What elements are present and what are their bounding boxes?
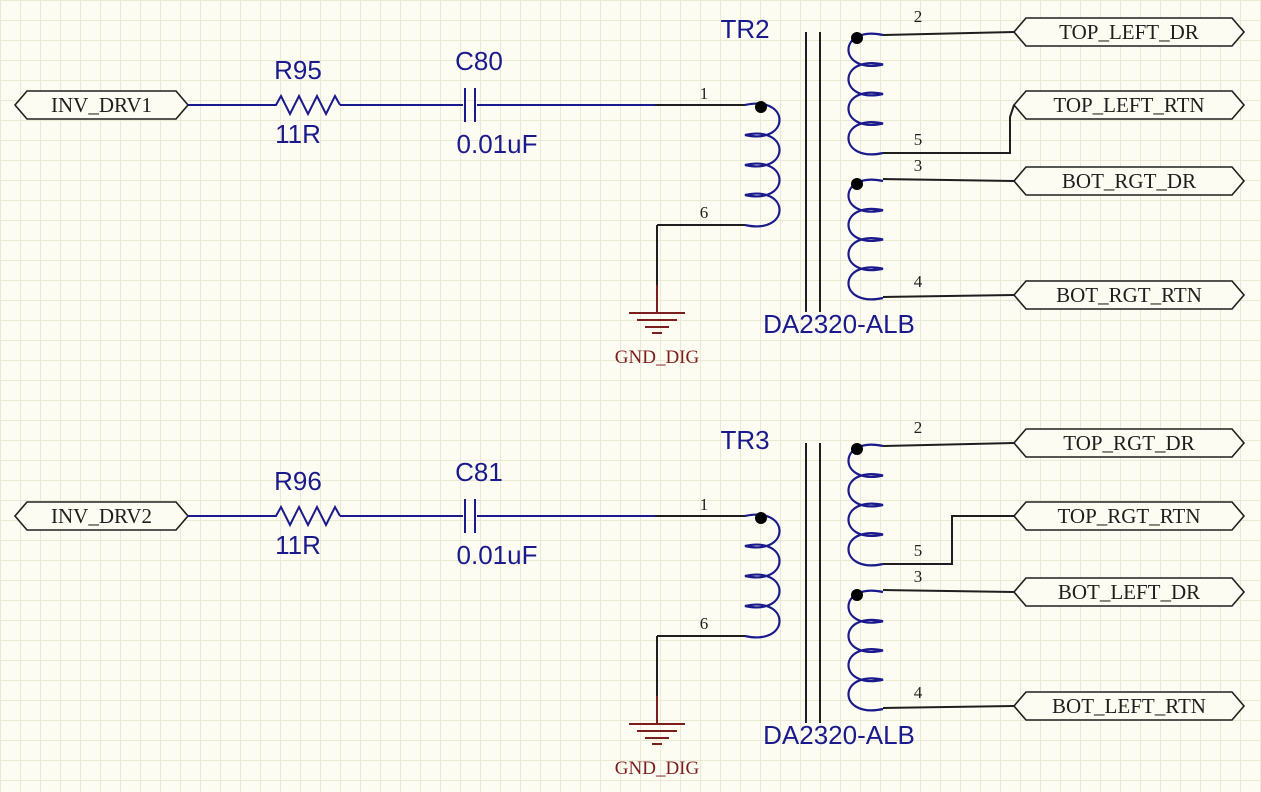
pin-3-lead (882, 589, 1015, 593)
output-port-1-shape (1012, 17, 1246, 47)
output-port-4[interactable]: BOT_LEFT_RTN (1012, 691, 1246, 721)
input-port[interactable]: INV_DRV2 (13, 501, 190, 531)
pin-6-number: 6 (700, 203, 709, 222)
output-port-4-shape (1012, 691, 1246, 721)
secondary-coil-top (847, 32, 884, 156)
secondary-coil-bottom (847, 589, 884, 712)
pin-1-number: 1 (700, 495, 709, 514)
pin-5-number: 5 (914, 541, 923, 560)
pin-2-lead (882, 442, 1015, 447)
output-port-4-label: BOT_LEFT_RTN (1052, 694, 1206, 718)
resistor-designator: R95 (274, 55, 322, 85)
output-port-3-shape (1012, 166, 1246, 196)
resistor-designator: R96 (274, 466, 322, 496)
output-port-3-shape (1012, 577, 1246, 607)
output-port-3[interactable]: BOT_LEFT_DR (1012, 577, 1246, 607)
resistor-zigzag (265, 93, 341, 117)
pin-6-number: 6 (700, 614, 709, 633)
resistor-value: 11R (275, 119, 321, 149)
output-port-3-label: BOT_RGT_DR (1062, 169, 1196, 193)
secondary-coil-bottom (847, 178, 884, 301)
output-port-2-label: TOP_RGT_RTN (1057, 504, 1200, 528)
output-port-3[interactable]: BOT_RGT_DR (1012, 166, 1246, 196)
pin-4-lead (882, 705, 1015, 709)
output-port-1[interactable]: TOP_LEFT_DR (1012, 17, 1246, 47)
pin-4-number: 4 (914, 683, 923, 702)
pin-5-lead (883, 104, 1015, 154)
pin-1-number: 1 (700, 84, 709, 103)
pin-2-lead (882, 31, 1015, 36)
transformer-designator: TR3 (720, 425, 769, 455)
resistor-zigzag (265, 504, 341, 528)
primary-polarity-dot (755, 512, 767, 524)
transformer-part-number: DA2320-ALB (763, 309, 915, 339)
ground-symbol: GND_DIG (615, 696, 700, 779)
output-port-4[interactable]: BOT_RGT_RTN (1012, 280, 1246, 310)
ground-symbol-label: GND_DIG (615, 347, 700, 368)
pin-4-lead (882, 294, 1015, 298)
output-port-4-shape (1012, 280, 1246, 310)
capacitor-value: 0.01uF (457, 129, 538, 159)
pin-3-lead (882, 178, 1015, 182)
capacitor-designator: C80 (455, 46, 503, 76)
input-port[interactable]: INV_DRV1 (13, 90, 190, 120)
resistor-value: 11R (275, 530, 321, 560)
pin-2-number: 2 (914, 418, 923, 437)
output-port-2-shape (1012, 501, 1246, 531)
transformer-designator: TR2 (720, 14, 769, 44)
capacitor-value: 0.01uF (457, 540, 538, 570)
output-port-1-label: TOP_RGT_DR (1063, 431, 1194, 455)
capacitor-designator: C81 (455, 457, 503, 487)
pin-3-number: 3 (914, 567, 923, 586)
primary-coil (744, 102, 781, 228)
secondary-top-polarity-dot (851, 443, 863, 455)
transformer-part-number: DA2320-ALB (763, 720, 915, 750)
output-port-3-label: BOT_LEFT_DR (1058, 580, 1200, 604)
output-port-4-label: BOT_RGT_RTN (1056, 283, 1202, 307)
secondary-top-polarity-dot (851, 32, 863, 44)
ground-symbol-label: GND_DIG (615, 758, 700, 779)
secondary-bottom-polarity-dot (851, 178, 863, 190)
output-port-2-label: TOP_LEFT_RTN (1053, 93, 1204, 117)
secondary-bottom-polarity-dot (851, 589, 863, 601)
input-port-label: INV_DRV1 (51, 93, 152, 117)
output-port-1[interactable]: TOP_RGT_DR (1012, 428, 1246, 458)
pin-5-lead (883, 515, 1014, 565)
output-port-1-label: TOP_LEFT_DR (1059, 20, 1199, 44)
pin-5-number: 5 (914, 130, 923, 149)
output-port-2-shape (1012, 90, 1246, 120)
secondary-coil-top (847, 443, 884, 567)
primary-coil (744, 513, 781, 639)
ground-symbol: GND_DIG (615, 285, 700, 368)
pin-2-number: 2 (914, 7, 923, 26)
primary-polarity-dot (755, 101, 767, 113)
output-port-2[interactable]: TOP_LEFT_RTN (1012, 90, 1246, 120)
input-port-label: INV_DRV2 (51, 504, 152, 528)
output-port-1-shape (1012, 428, 1246, 458)
pin-3-number: 3 (914, 156, 923, 175)
pin-4-number: 4 (914, 272, 923, 291)
output-port-2[interactable]: TOP_RGT_RTN (1012, 501, 1246, 531)
